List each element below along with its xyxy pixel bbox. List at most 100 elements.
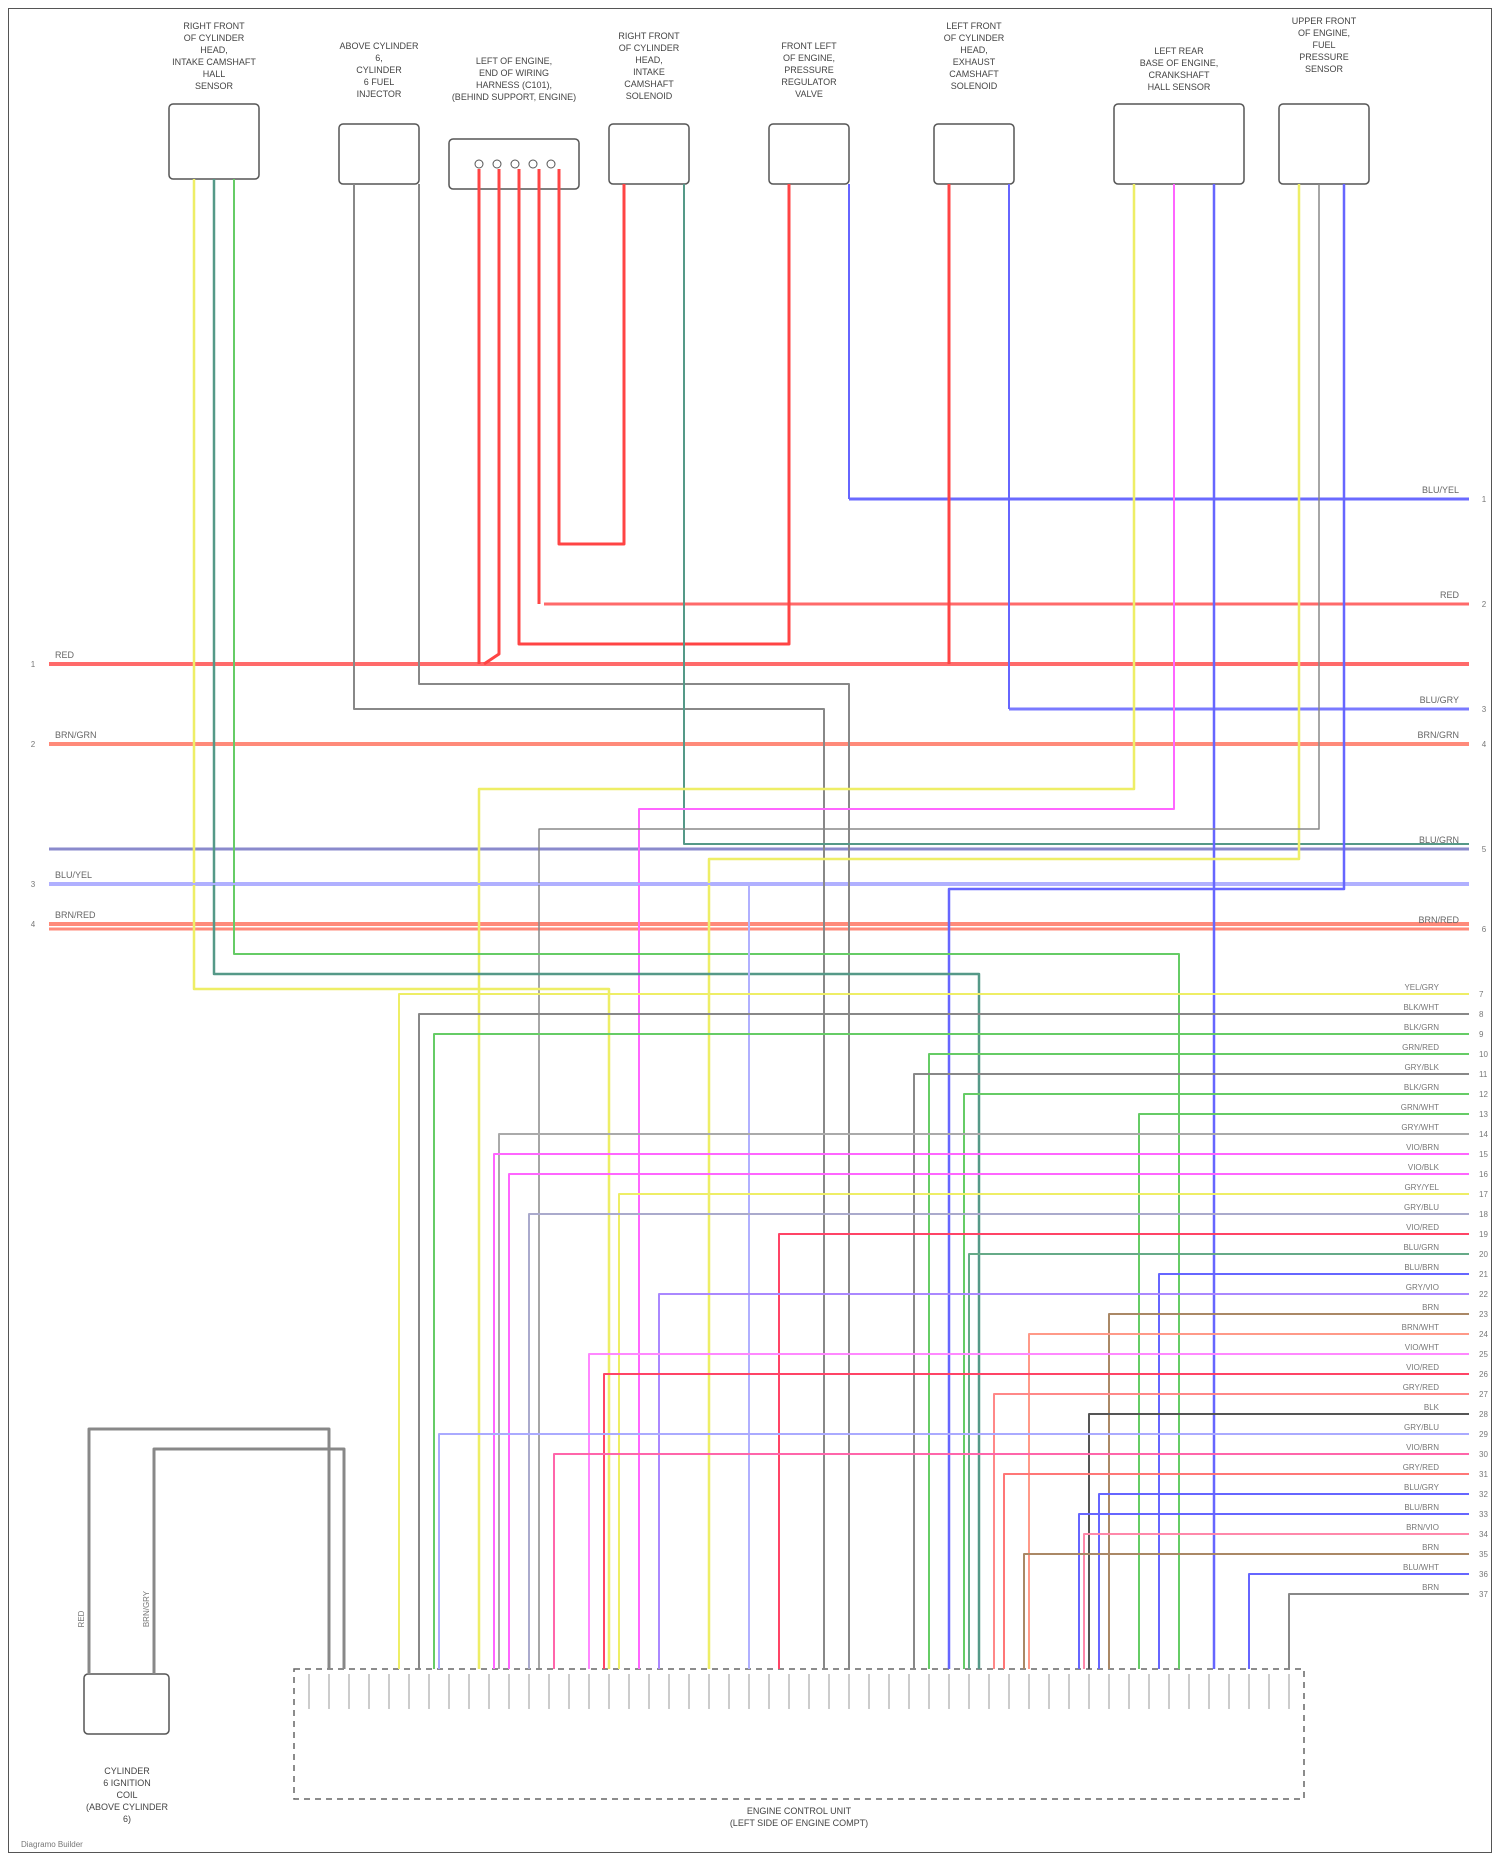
pin-number: 20: [1479, 1250, 1488, 1259]
left-wire-label: BLU/YEL: [55, 870, 92, 880]
pin-wire-26: [604, 1374, 1469, 1669]
pin-number: 7: [1479, 990, 1484, 999]
wire-coil-b: [154, 1449, 344, 1674]
wire-c3b: [484, 169, 499, 664]
component-label-c9: (ABOVE CYLINDER: [86, 1802, 169, 1812]
component-label-c8: PRESSURE: [1299, 52, 1349, 62]
component-label-c9: COIL: [116, 1790, 137, 1800]
pin-label: BLU/GRN: [1403, 1243, 1439, 1252]
pin-label: BLK: [1424, 1403, 1440, 1412]
pin-wire-10: [929, 1054, 1469, 1669]
component-label-c6: CAMSHAFT: [949, 69, 999, 79]
component-box-c8: [1279, 104, 1369, 184]
component-label-c8: FUEL: [1312, 40, 1335, 50]
right-wire-number: 1: [1482, 495, 1487, 504]
component-label-c7: LEFT REAR: [1154, 46, 1204, 56]
pin-label: BLU/GRY: [1404, 1483, 1440, 1492]
pin-label: BLK/WHT: [1403, 1003, 1439, 1012]
pin-label: GRY/RED: [1403, 1383, 1440, 1392]
pin-number: 18: [1479, 1210, 1488, 1219]
pin-number: 28: [1479, 1410, 1488, 1419]
component-label-c1: SENSOR: [195, 81, 234, 91]
component-label-c3: HARNESS (C101),: [476, 80, 552, 90]
pin-wire-28: [1089, 1414, 1469, 1669]
pin-wire-31: [1004, 1474, 1469, 1669]
pin-label: VIO/RED: [1406, 1223, 1439, 1232]
pin-wire-7: [399, 994, 1469, 1669]
component-box-c9: [84, 1674, 169, 1734]
pin-wire-22: [659, 1294, 1469, 1669]
pin-label: BRN: [1422, 1303, 1439, 1312]
component-box-c5: [769, 124, 849, 184]
pin-number: 8: [1479, 1010, 1484, 1019]
pin-number: 22: [1479, 1290, 1488, 1299]
component-label-c5: FRONT LEFT: [781, 41, 837, 51]
pin-wire-27: [994, 1394, 1469, 1669]
pin-wire-17: [619, 1194, 1469, 1669]
pin-number: 23: [1479, 1310, 1488, 1319]
component-label-c6: LEFT FRONT: [946, 21, 1002, 31]
component-label-c4: HEAD,: [635, 55, 663, 65]
pin-number: 25: [1479, 1350, 1488, 1359]
component-label-c4: INTAKE: [633, 67, 665, 77]
right-wire-label: BRN/GRN: [1417, 730, 1459, 740]
left-wire-number: 2: [31, 740, 36, 749]
wire-c2b: [419, 184, 849, 1669]
component-box-c7: [1114, 104, 1244, 184]
left-wire-number: 3: [31, 880, 36, 889]
pin-label: GRY/VIO: [1406, 1283, 1439, 1292]
pin-number: 14: [1479, 1130, 1488, 1139]
component-label-c9: 6): [123, 1814, 131, 1824]
wire-coil-a: [89, 1429, 329, 1674]
right-wire-number: 3: [1482, 705, 1487, 714]
right-wire-label: BRN/RED: [1418, 915, 1459, 925]
pin-wire-29: [439, 1434, 1469, 1669]
component-label-c2: INJECTOR: [357, 89, 402, 99]
pin-number: 30: [1479, 1450, 1488, 1459]
component-label-c5: REGULATOR: [781, 77, 837, 87]
pin-number: 21: [1479, 1270, 1488, 1279]
pin-wire-20: [969, 1254, 1469, 1669]
pin-label: GRN/RED: [1402, 1043, 1439, 1052]
pin-number: 17: [1479, 1190, 1488, 1199]
pin-number: 24: [1479, 1330, 1488, 1339]
connector-pin: [475, 160, 483, 168]
component-label-c4: RIGHT FRONT: [618, 31, 680, 41]
pin-number: 19: [1479, 1230, 1488, 1239]
pin-wire-11: [914, 1074, 1469, 1669]
pin-number: 16: [1479, 1170, 1488, 1179]
component-label-c6: SOLENOID: [951, 81, 998, 91]
pin-wire-30: [554, 1454, 1469, 1669]
pin-number: 32: [1479, 1490, 1488, 1499]
component-label-c3: END OF WIRING: [479, 68, 549, 78]
right-wire-number: 4: [1482, 740, 1487, 749]
pin-wire-37: [1289, 1594, 1469, 1669]
component-label-c8: SENSOR: [1305, 64, 1344, 74]
pin-number: 10: [1479, 1050, 1488, 1059]
pin-label: VIO/WHT: [1405, 1343, 1439, 1352]
component-label-c2: CYLINDER: [356, 65, 402, 75]
pin-number: 12: [1479, 1090, 1488, 1099]
component-label-c8: OF ENGINE,: [1298, 28, 1350, 38]
pin-label: VIO/BRN: [1406, 1443, 1439, 1452]
right-wire-number: 6: [1482, 925, 1487, 934]
pin-label: BLU/BRN: [1404, 1263, 1439, 1272]
pin-wire-15: [494, 1154, 1469, 1669]
pin-label: VIO/BLK: [1408, 1163, 1440, 1172]
coil-wire-label: RED: [77, 1610, 86, 1627]
wire-c3e: [559, 169, 624, 544]
component-label-c1: RIGHT FRONT: [183, 21, 245, 31]
pin-number: 29: [1479, 1430, 1488, 1439]
component-label-c1: HALL: [203, 69, 226, 79]
pin-wire-33: [1079, 1514, 1469, 1669]
component-label-c4: CAMSHAFT: [624, 79, 674, 89]
left-wire-number: 1: [31, 660, 36, 669]
pin-wire-18: [529, 1214, 1469, 1669]
pin-wire-12: [964, 1094, 1469, 1669]
pin-number: 37: [1479, 1590, 1488, 1599]
pin-label: GRY/BLU: [1404, 1423, 1439, 1432]
component-label-c5: VALVE: [795, 89, 823, 99]
pin-label: GRN/WHT: [1401, 1103, 1439, 1112]
connector-pin: [511, 160, 519, 168]
